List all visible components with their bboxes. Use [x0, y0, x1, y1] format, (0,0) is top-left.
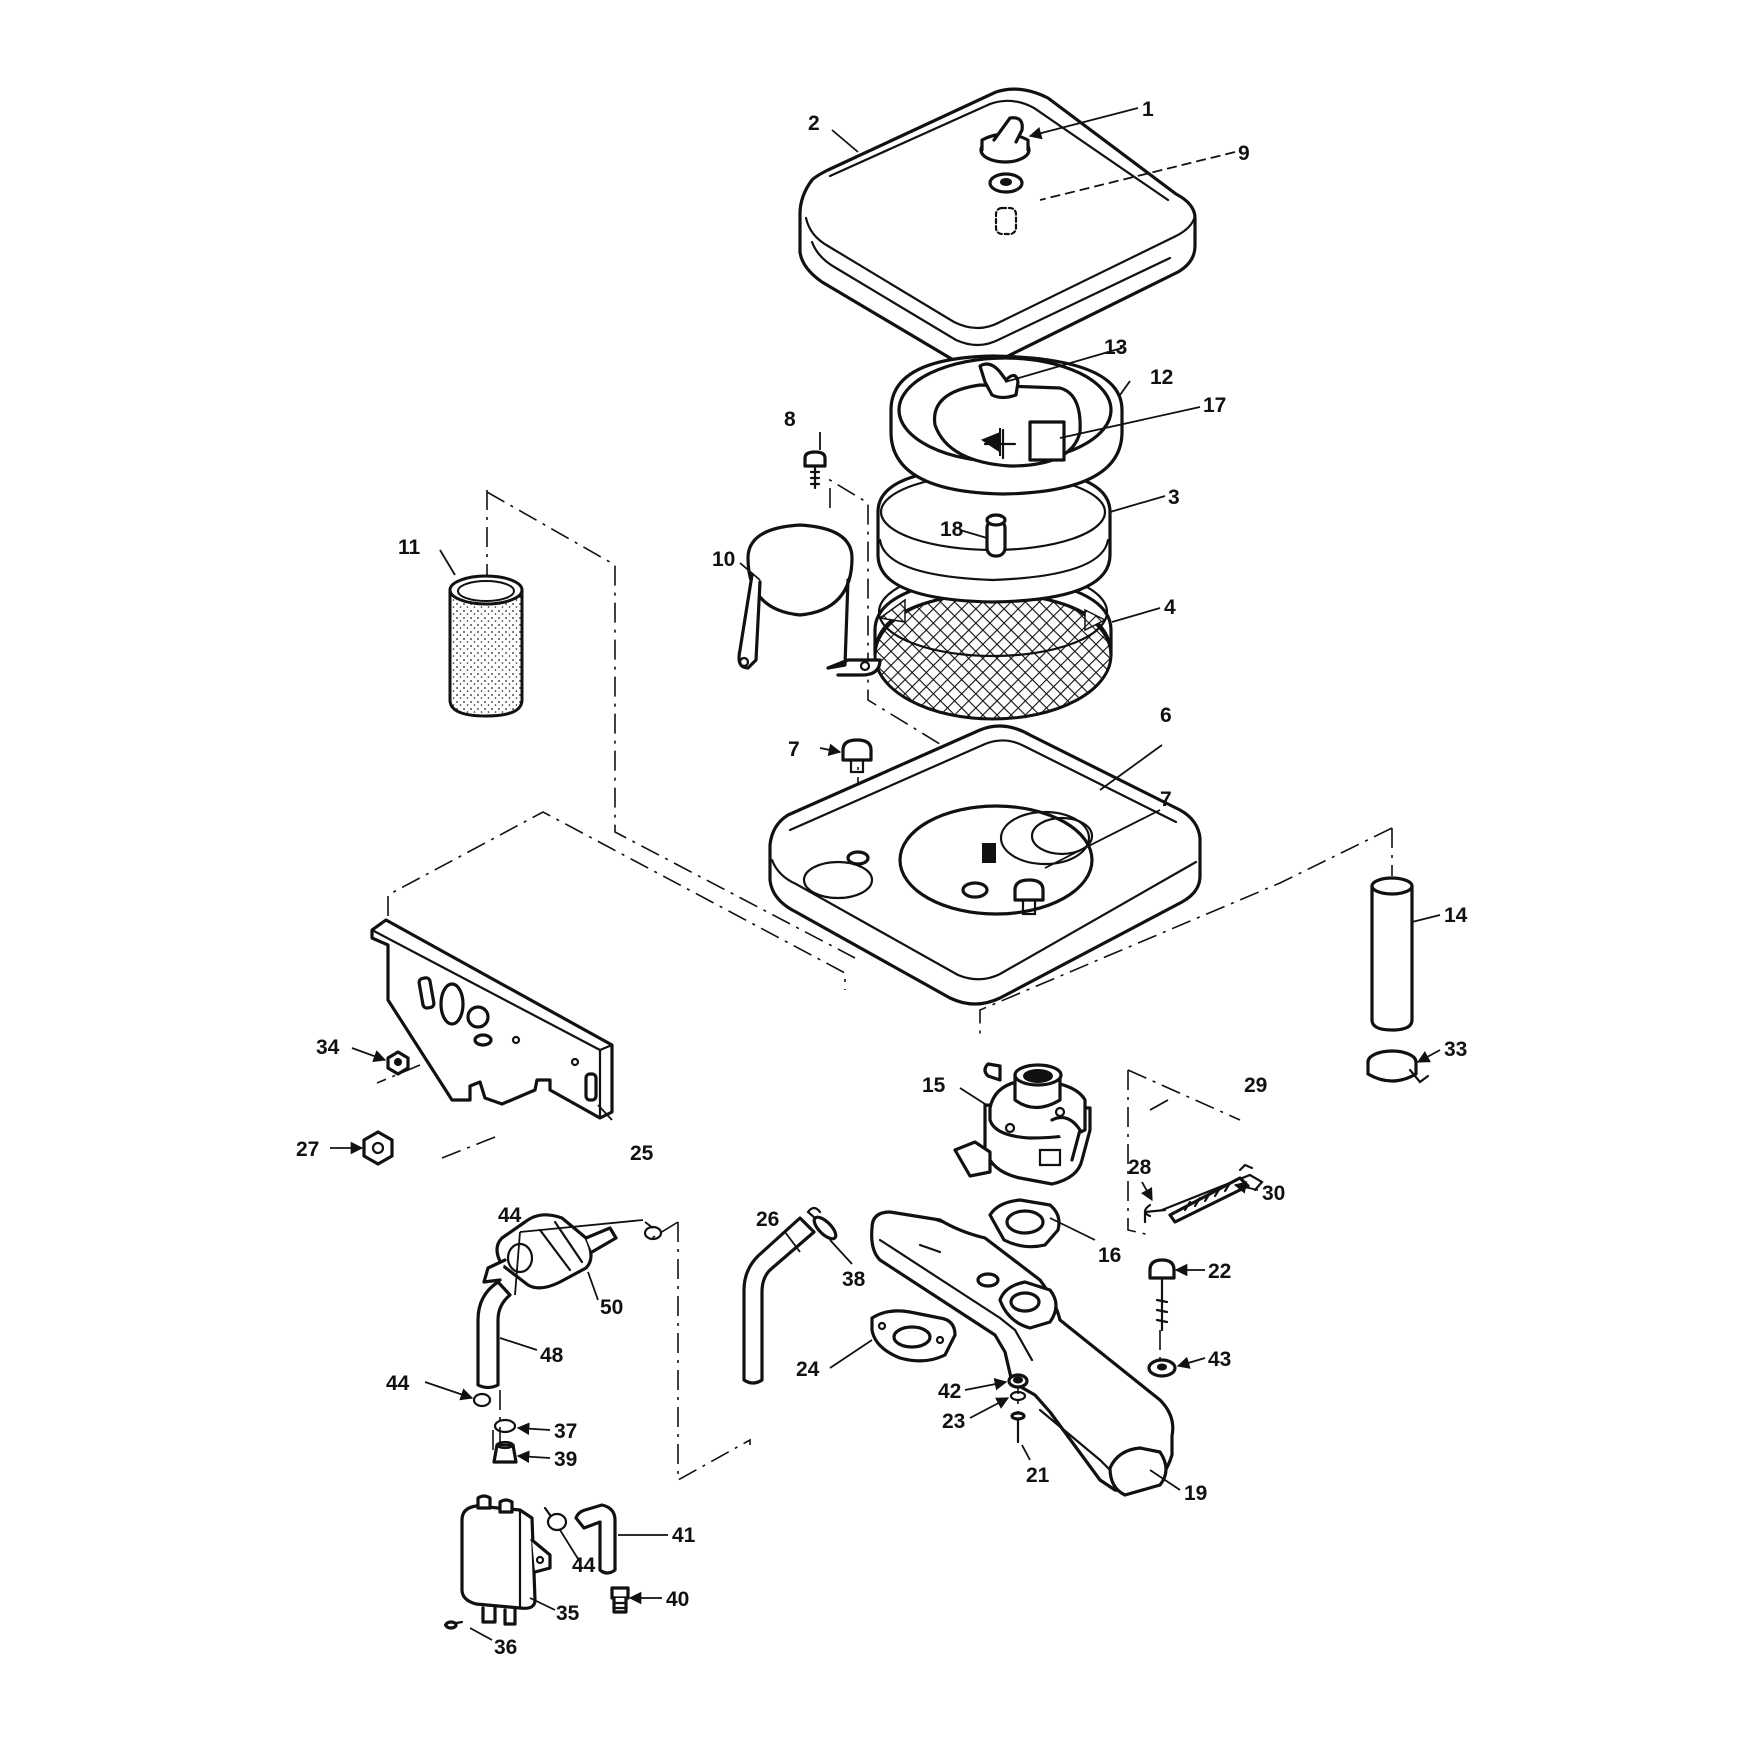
callout-label: 8 [784, 408, 796, 431]
filter-element-stack [873, 354, 1124, 721]
callout-label: 42 [938, 1380, 961, 1403]
callout-label: 29 [1244, 1074, 1267, 1097]
callout-label: 26 [756, 1208, 779, 1231]
base-bolt-lower [1013, 816, 1094, 916]
callout-label: 19 [1184, 1482, 1207, 1505]
callout-label: 15 [922, 1074, 946, 1097]
callout-label: 41 [672, 1524, 696, 1547]
callout-label: 43 [1208, 1348, 1231, 1371]
callout-label: 16 [1098, 1244, 1121, 1267]
callout-label: 36 [494, 1636, 517, 1659]
callout-label: 44 [572, 1554, 596, 1577]
pump-clamp [543, 1506, 568, 1532]
manifold-gasket [870, 1309, 957, 1363]
callout-label: 38 [842, 1268, 866, 1291]
callout-label: 40 [666, 1588, 689, 1611]
callout-label: 22 [1208, 1260, 1231, 1283]
callout-label: 11 [398, 536, 421, 559]
bracket-bolt [803, 450, 827, 490]
fuel-hose-short [476, 1280, 512, 1390]
callout-label: 23 [942, 1410, 965, 1433]
pump-outlet-fitting [610, 1586, 630, 1614]
callout-label: 4 [1164, 596, 1176, 619]
mounting-bracket [370, 918, 614, 1120]
callout-label: 18 [940, 518, 964, 541]
base-bolt-upper [841, 738, 873, 774]
callout-label: 37 [554, 1420, 577, 1443]
callout-label: 9 [1238, 142, 1250, 165]
callout-label: 2 [808, 112, 820, 135]
hose-clamp [806, 1206, 838, 1241]
air-cleaner-base [768, 724, 1202, 1006]
bracket-nut-small [386, 1050, 410, 1076]
callout-label: 44 [386, 1372, 410, 1395]
fuel-fitting [492, 1440, 518, 1464]
precleaner-sleeve [448, 574, 524, 718]
callout-label: 24 [796, 1358, 820, 1381]
intake-manifold [870, 1210, 1175, 1497]
tube-clamp [1366, 1049, 1430, 1084]
callout-label: 50 [600, 1296, 623, 1319]
stud-washer [1147, 1358, 1177, 1378]
callout-label: 13 [1104, 336, 1127, 359]
callout-label: 10 [712, 548, 735, 571]
manifold-screw [1010, 1411, 1026, 1444]
callout-label: 39 [554, 1448, 577, 1471]
callout-label: 44 [498, 1204, 522, 1227]
support-bracket [737, 523, 882, 677]
callout-label: 7 [788, 738, 800, 761]
callout-label: 30 [1262, 1182, 1285, 1205]
stud-bolt [1148, 1258, 1176, 1332]
cover-washer [988, 172, 1024, 236]
callout-label: 34 [316, 1036, 340, 1059]
air-cleaner-cover [798, 87, 1197, 368]
callout-label: 28 [1128, 1156, 1152, 1179]
callout-label: 35 [556, 1602, 580, 1625]
callout-label: 1 [1142, 98, 1154, 121]
hose-clip-lower [472, 1392, 492, 1408]
pump-screw [443, 1620, 464, 1630]
callout-label: 3 [1168, 486, 1180, 509]
callout-label: 7 [1160, 788, 1172, 811]
carburetor [953, 1062, 1092, 1186]
callout-label: 33 [1444, 1038, 1467, 1061]
callout-label: 21 [1026, 1464, 1050, 1487]
alignment-lines [376, 478, 1393, 1482]
callout-label: 14 [1444, 904, 1468, 927]
callout-label: 48 [540, 1344, 564, 1367]
callout-label: 17 [1203, 394, 1226, 417]
callout-label: 25 [630, 1142, 654, 1165]
throttle-linkage [1143, 1163, 1264, 1224]
callouts: 1 2 3 4 6 7 7 8 9 10 11 12 13 14 15 16 1… [296, 98, 1468, 1659]
callout-label: 12 [1150, 366, 1173, 389]
callout-label: 27 [296, 1138, 319, 1161]
pump-outlet-hose [574, 1503, 617, 1575]
fitting-ring [493, 1418, 517, 1434]
callout-label: 6 [1160, 704, 1172, 727]
fuel-pump [460, 1494, 552, 1626]
bracket-nut-large [362, 1130, 394, 1166]
manifold-nut [1007, 1373, 1029, 1402]
fuel-hose-long [742, 1216, 816, 1385]
breather-tube [1370, 876, 1414, 1032]
carburetor-gasket [988, 1198, 1061, 1249]
cover-wing-nut [979, 116, 1031, 164]
